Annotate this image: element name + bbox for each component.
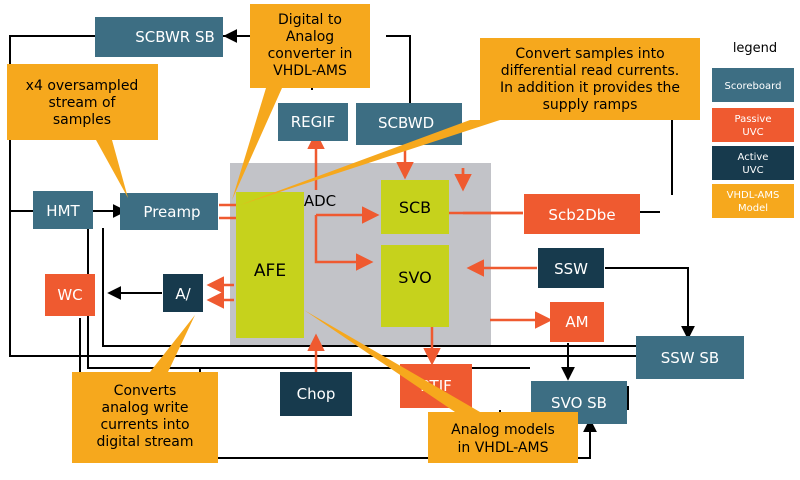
callout-convert-line-2: differential read currents. — [501, 63, 680, 79]
legend-swatch-model — [712, 184, 794, 218]
callout-convert-line-3: In addition it provides the — [500, 80, 680, 96]
callout-oversampled-line-3: samples — [53, 112, 111, 128]
wc-label: WC — [57, 286, 82, 304]
scbwr-sb-label: SCBWR SB — [135, 28, 215, 46]
callout-convert-shape — [240, 38, 700, 205]
hmt-label: HMT — [46, 202, 80, 220]
wire-preamp-down — [87, 225, 530, 369]
legend-title: legend — [733, 41, 777, 56]
regif-block[interactable] — [278, 103, 348, 141]
hmt-block[interactable] — [33, 191, 93, 229]
ssw-block[interactable] — [538, 248, 604, 288]
svo-sb-label: SVO SB — [551, 394, 607, 412]
callout-convert-line-4: supply ramps — [543, 97, 638, 113]
preamp-block[interactable] — [120, 193, 218, 230]
legend-label-model-2: Model — [738, 203, 768, 214]
chop-label: Chop — [297, 385, 336, 403]
callout-oversampled-line-1: x4 oversampled — [26, 78, 139, 94]
wc-block[interactable] — [45, 274, 95, 316]
ssw-label: SSW — [554, 260, 588, 278]
arrow-adc-svo — [314, 215, 374, 271]
wire-left-frame — [9, 35, 636, 357]
callout-converts-write-line-3: currents into — [100, 417, 189, 433]
legend-swatch-scoreboard — [712, 68, 794, 102]
scb2dbe-block[interactable] — [524, 194, 640, 234]
callout-analog-models-line-2: in VHDL-AMS — [458, 440, 549, 456]
svo-block[interactable] — [381, 245, 449, 327]
callout-dac-line-2: Analog — [286, 29, 334, 45]
regif-label: REGIF — [291, 113, 336, 131]
scb-block[interactable] — [381, 180, 449, 234]
am-block[interactable] — [550, 302, 604, 342]
wire-preamp-to-scbwr — [102, 228, 636, 347]
callout-oversampled-shape — [7, 64, 158, 198]
afe-block[interactable] — [236, 192, 304, 338]
legend-label-model-1: VHDL-AMS — [727, 190, 780, 201]
scbwd-label: SCBWD — [378, 114, 434, 132]
scb2dbe-label: Scb2Dbe — [548, 206, 615, 224]
legend-swatch-active — [712, 146, 794, 180]
ssw-sb-label: SSW SB — [661, 349, 719, 367]
scb-label: SCB — [399, 198, 431, 217]
legend-label-passive-1: Passive — [735, 114, 772, 125]
svo-label: SVO — [398, 268, 431, 287]
callout-analog-models-line-1: Analog models — [451, 422, 555, 438]
legend-label-active-1: Active — [738, 152, 769, 163]
wire-top-right — [386, 35, 411, 104]
callout-dac-shape — [232, 4, 370, 200]
preamp-label: Preamp — [143, 203, 200, 221]
ssw-sb-block[interactable] — [636, 336, 744, 379]
callout-dac-line-3: converter in — [268, 46, 353, 62]
callout-converts-write-line-1: Converts — [114, 383, 177, 399]
aconv-block[interactable] — [163, 274, 203, 312]
callout-dac-line-4: VHDL-AMS — [273, 63, 347, 79]
am-label: AM — [565, 313, 588, 331]
wire-ssw-to-sswsb — [605, 267, 689, 336]
afe-label: AFE — [254, 261, 286, 281]
callout-convert-line-1: Convert samples into — [515, 46, 664, 62]
legend-label-active-2: UVC — [742, 165, 763, 176]
legend: legend Scoreboard Passive UVC Active UVC… — [712, 41, 794, 218]
chop-block[interactable] — [280, 372, 352, 416]
aconv-label: A/ — [175, 285, 191, 303]
callout-converts-write-line-4: digital stream — [96, 434, 193, 450]
callout-dac-line-1: Digital to — [278, 12, 342, 28]
callout-analog-models-shape — [304, 310, 578, 463]
adc-label: ADC — [304, 192, 336, 210]
legend-swatch-passive — [712, 108, 794, 142]
callout-converts-write-line-2: analog write — [101, 400, 188, 416]
callout-oversampled-line-2: stream of — [48, 95, 116, 111]
legend-label-scoreboard: Scoreboard — [725, 81, 782, 92]
scbwr-sb-block[interactable] — [95, 17, 223, 57]
callout-converts-write-shape — [72, 315, 218, 463]
legend-label-passive-2: UVC — [742, 127, 763, 138]
